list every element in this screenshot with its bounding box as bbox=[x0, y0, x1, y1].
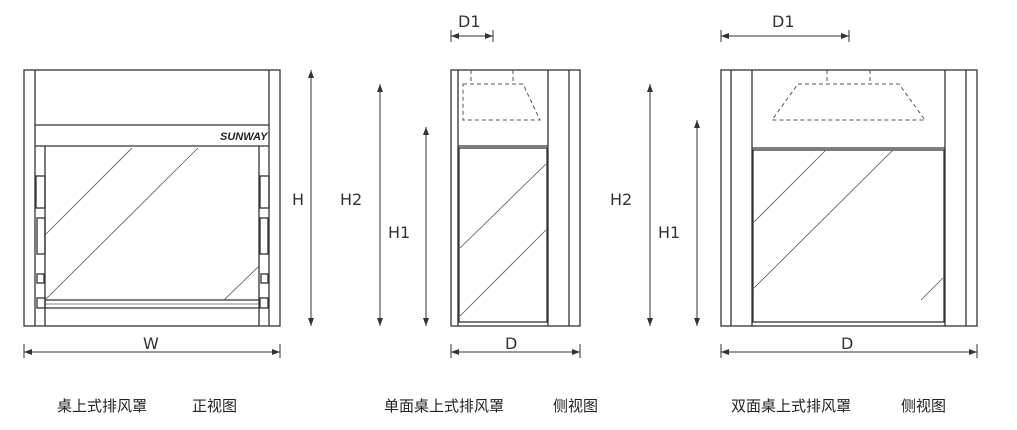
dim-d1-label: D1 bbox=[458, 12, 481, 31]
front-view: SUNWAY H W 桌上式排风罩 正视图 bbox=[23, 69, 314, 415]
caption-view: 侧视图 bbox=[901, 397, 946, 415]
brand-logo: SUNWAY bbox=[220, 131, 269, 143]
dim-h1-label: H1 bbox=[388, 223, 410, 242]
caption-view: 正视图 bbox=[192, 397, 237, 415]
dim-h2-label: H2 bbox=[610, 190, 632, 209]
dim-d-label: D bbox=[505, 334, 517, 353]
single-side-view: D1 H2 H1 D 单面桌上式排风罩 侧视图 bbox=[340, 12, 598, 415]
caption-name: 桌上式排风罩 bbox=[57, 397, 147, 415]
dim-d1-label: D1 bbox=[772, 12, 795, 31]
double-side-view: D1 H2 H1 D 双面桌上式排风罩 侧视图 bbox=[610, 12, 978, 415]
caption-name: 双面桌上式排风罩 bbox=[731, 397, 851, 415]
dim-height-label: H bbox=[292, 190, 304, 209]
dim-h2-label: H2 bbox=[340, 190, 362, 209]
dim-d-label: D bbox=[841, 334, 853, 353]
dim-h1-label: H1 bbox=[658, 223, 680, 242]
dim-width-label: W bbox=[143, 334, 159, 353]
caption-view: 侧视图 bbox=[553, 397, 598, 415]
caption-name: 单面桌上式排风罩 bbox=[384, 397, 504, 415]
